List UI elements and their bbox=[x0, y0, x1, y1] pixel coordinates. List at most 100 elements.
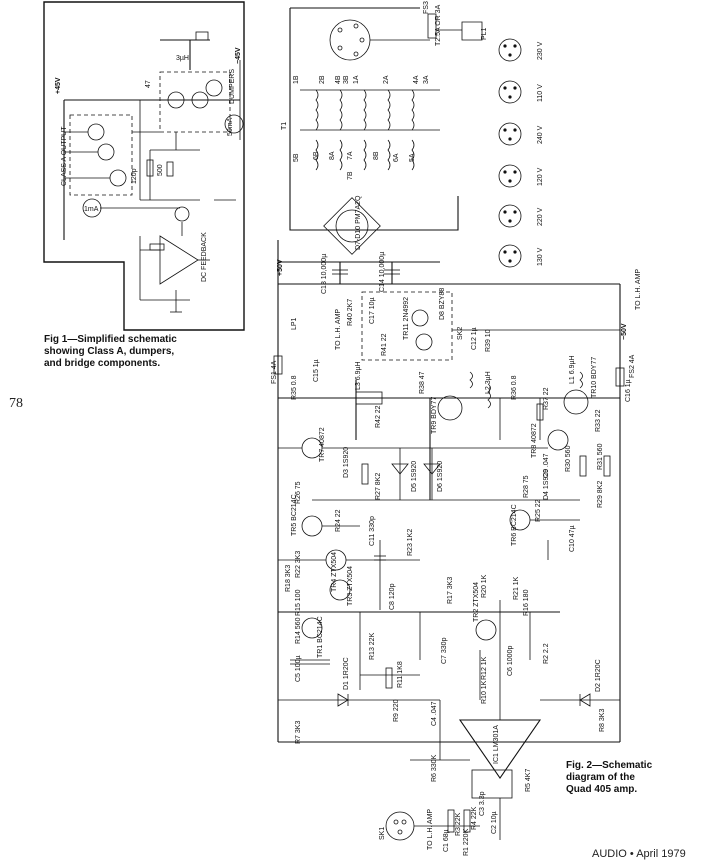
c13-label: C13 10,000µ bbox=[321, 254, 328, 294]
r17-label: R17 3K3 bbox=[447, 577, 454, 604]
r23-label: R23 1K2 bbox=[407, 529, 414, 556]
winding-5b: 5B bbox=[293, 153, 300, 162]
fs2-label: FS2 4A bbox=[629, 354, 636, 378]
page-number: 78 bbox=[9, 396, 23, 411]
winding-6b: 6B bbox=[313, 151, 320, 160]
winding-3a: 3A bbox=[423, 75, 430, 84]
voltage-230: 230 V bbox=[537, 41, 544, 60]
r30-label: R30 560 bbox=[565, 445, 572, 472]
winding-4a: 4A bbox=[413, 75, 420, 84]
fig1-caption-line: Fig 1—Simplified schematic bbox=[44, 334, 177, 345]
r6-label: R6 330K bbox=[431, 754, 438, 782]
tr11-label: TR11 2N4992 bbox=[403, 297, 410, 340]
fig1-dumpers-label: DUMPERS bbox=[229, 69, 236, 104]
c15-label: C15 1µ bbox=[313, 359, 320, 382]
t1-label: T1 bbox=[281, 122, 288, 130]
winding-5a: 5A bbox=[409, 153, 416, 162]
c12-label: C12 1µ bbox=[471, 327, 478, 350]
to-lh-amp-3: TO L.H. AMP bbox=[427, 809, 434, 850]
winding-1a: 1A bbox=[353, 75, 360, 84]
r20-label: R20 1K bbox=[481, 574, 488, 598]
r8-label: R8 3K3 bbox=[599, 709, 606, 732]
pl1-label: PL1 bbox=[481, 27, 488, 40]
ic1-label: IC1 LM301A bbox=[493, 725, 500, 764]
voltage-110: 110 V bbox=[537, 84, 544, 102]
r3-label: R3 22K bbox=[455, 812, 462, 836]
fig1-frame bbox=[43, 1, 245, 331]
c16-label: C16 1µ bbox=[625, 379, 632, 402]
r27-label: R27 8K2 bbox=[375, 473, 382, 500]
r36-label: R36 0.8 bbox=[511, 375, 518, 400]
r22-label: R22 3K3 bbox=[295, 551, 302, 578]
d5-label: D5 1S920 bbox=[411, 461, 418, 492]
d3-label: D3 1S920 bbox=[343, 447, 350, 478]
tr7-label: TR7 40872 bbox=[319, 427, 326, 462]
l1-label: L1 6.9µH bbox=[569, 355, 576, 384]
tr2-label: TR2 ZTX504 bbox=[473, 582, 480, 622]
c10-label: C10 47µ bbox=[569, 525, 576, 552]
c6-label: C6 1000p bbox=[507, 646, 514, 676]
r1-label: R1 220K bbox=[463, 828, 470, 856]
lp1-label: LP1 bbox=[291, 317, 298, 330]
voltage-120: 120 V bbox=[537, 167, 544, 186]
winding-8a: 8A bbox=[329, 151, 336, 160]
voltage-selector-discs bbox=[498, 38, 522, 268]
r12-label: R12 1K bbox=[481, 656, 488, 680]
tr6-label: TR6 BC214C bbox=[511, 504, 518, 546]
fig2-caption-line: diagram of the bbox=[566, 772, 635, 783]
fig1-caption: Fig 1—Simplified schematic showing Class… bbox=[44, 334, 177, 370]
winding-3b: 3B bbox=[343, 75, 350, 84]
c14-label: C14 10,000µ bbox=[379, 252, 386, 292]
r41-label: R41 22 bbox=[381, 333, 388, 356]
tr3-label: TR3 ZTX504 bbox=[347, 566, 354, 606]
fig1-50ma-label: 50mA bbox=[227, 117, 234, 136]
c8-label: C8 120p bbox=[389, 583, 396, 610]
r25-label: R25 22 bbox=[535, 499, 542, 522]
tr10-label: TR10 BDY77 bbox=[591, 357, 598, 398]
fig1-120p-label: 120p bbox=[131, 168, 138, 184]
r28-label: R28 75 bbox=[523, 475, 530, 498]
c4-label: C4 .047 bbox=[431, 701, 438, 726]
fig1-1ma-label: 1mA bbox=[84, 206, 99, 213]
r15-label: R15 100 bbox=[295, 589, 302, 616]
plus50-rail-label: +50V bbox=[277, 259, 284, 276]
c9-label: C9 .047 bbox=[543, 453, 550, 478]
r26-label: R26 75 bbox=[295, 481, 302, 504]
fig1-caption-line: and bridge components. bbox=[44, 358, 161, 369]
d2-label: D2 1R20C bbox=[595, 659, 602, 692]
r35-label: R35 0.8 bbox=[291, 375, 298, 400]
r24-label: R24 22 bbox=[335, 509, 342, 532]
r39-label: R39 10 bbox=[485, 329, 492, 352]
c17-label: C17 10µ bbox=[369, 297, 376, 324]
voltage-240: 240 V bbox=[537, 125, 544, 144]
r21-label: R21 1K bbox=[513, 576, 520, 600]
r11-label: R11 1K8 bbox=[397, 661, 404, 688]
r9-label: R9 220 bbox=[393, 699, 400, 722]
c5-label: C5 100µ bbox=[295, 655, 302, 682]
fs3-label: FS3 bbox=[423, 1, 430, 14]
r42-label: R42 22 bbox=[375, 405, 382, 428]
minus50-rail-label: −50V bbox=[621, 323, 628, 340]
fs3-rating-label: T2.5A OR 3A bbox=[435, 4, 442, 46]
c2-label: C2 10µ bbox=[491, 811, 498, 834]
d4-label: D4 1S920 bbox=[543, 469, 550, 500]
r40-label: R40 2K7 bbox=[347, 299, 354, 326]
tr1-label: TR1 BC214C bbox=[317, 616, 324, 658]
voltage-130: 130 V bbox=[537, 247, 544, 266]
fig1-minus45-label: −45V bbox=[235, 47, 242, 64]
fig2-caption-line: Fig. 2—Schematic bbox=[566, 760, 653, 771]
d8-label: D8 BZY88 bbox=[439, 288, 446, 320]
fig1-3uh-label: 3µH bbox=[176, 55, 189, 62]
sk1-label: SK1 bbox=[379, 827, 386, 840]
winding-7a: 7A bbox=[347, 151, 354, 160]
winding-4b: 4B bbox=[335, 75, 342, 84]
l2-label: L2 3µH bbox=[485, 371, 492, 394]
to-lh-amp-1: TO L.H. AMP bbox=[335, 309, 342, 350]
r16-label: R16 180 bbox=[523, 589, 530, 616]
c11-label: C11 330p bbox=[369, 516, 376, 546]
to-lh-amp-2: TO L.H. AMP bbox=[635, 269, 642, 310]
fig2-caption-line: Quad 405 amp. bbox=[566, 784, 638, 795]
